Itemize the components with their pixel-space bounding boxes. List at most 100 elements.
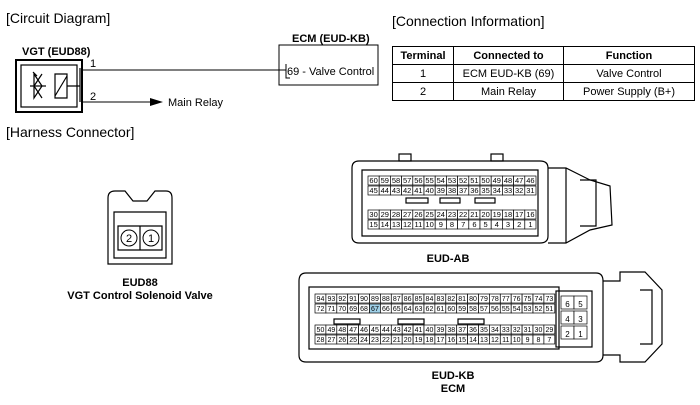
pin-number: 51 xyxy=(545,306,553,313)
pin-number: 44 xyxy=(382,327,390,334)
pin-number: 41 xyxy=(415,327,423,334)
pin-number: 51 xyxy=(470,176,478,185)
pin-number: 57 xyxy=(403,176,411,185)
connector-pin: 24 xyxy=(434,209,447,220)
pin-number: 45 xyxy=(369,186,377,195)
connector-pin: 83 xyxy=(434,293,447,304)
pin-number: 9 xyxy=(439,220,443,229)
connector-pin: 59 xyxy=(456,303,468,314)
pin-number: 35 xyxy=(481,186,489,195)
connector-pin xyxy=(142,229,160,247)
connector-pin: 40 xyxy=(423,324,436,335)
connector-pin: 35 xyxy=(478,324,490,335)
pin-number: 46 xyxy=(526,176,534,185)
eud88-label: EUD88 xyxy=(122,277,158,289)
pin-number: 58 xyxy=(392,176,400,185)
connector-pin: 93 xyxy=(325,293,338,304)
pin-number: 13 xyxy=(480,337,488,344)
pin-number: 43 xyxy=(393,327,401,334)
connector-pin: 26 xyxy=(412,209,425,220)
circuit-diagram-title: [Circuit Diagram] xyxy=(6,10,111,26)
pin-number: 28 xyxy=(317,337,325,344)
pin-number: 44 xyxy=(381,186,389,195)
pin-number: 31 xyxy=(524,327,532,334)
connector-pin: 57 xyxy=(478,303,490,314)
pin-number: 21 xyxy=(393,337,401,344)
pin-number: 56 xyxy=(414,176,422,185)
pin-number: 2 xyxy=(517,220,521,229)
pin-number: 87 xyxy=(393,296,401,303)
pin-number: 55 xyxy=(502,306,510,313)
pin-number: 49 xyxy=(327,327,335,334)
connector-pin: 90 xyxy=(358,293,370,304)
pin-number: 63 xyxy=(415,306,423,313)
pin-number: 32 xyxy=(513,327,521,334)
connector-pin: 64 xyxy=(401,303,414,314)
pin-number: 31 xyxy=(526,186,534,195)
connector-pin: 18 xyxy=(423,334,436,345)
connector-pin: 42 xyxy=(401,185,414,196)
connector-pin: 23 xyxy=(369,334,381,345)
pin-number: 57 xyxy=(480,306,488,313)
pin-number: 22 xyxy=(459,210,467,219)
pin-number: 25 xyxy=(425,210,433,219)
pin-number: 38 xyxy=(447,327,455,334)
pin-number: 38 xyxy=(448,186,456,195)
pin-number: 71 xyxy=(327,306,335,313)
connector-pin: 25 xyxy=(347,334,359,345)
pin-number: 48 xyxy=(504,176,512,185)
pin-number: 79 xyxy=(480,296,488,303)
pin-number: 40 xyxy=(425,186,433,195)
pin-number: 49 xyxy=(493,176,501,185)
connector-pin: 87 xyxy=(390,293,403,304)
pin-number: 89 xyxy=(371,296,379,303)
connector-pin: 47 xyxy=(513,175,526,186)
pin-number: 15 xyxy=(458,337,466,344)
pin-number: 17 xyxy=(436,337,444,344)
connector-pin: 32 xyxy=(510,324,523,335)
pin-number: 48 xyxy=(338,327,346,334)
connector-pin: 48 xyxy=(336,324,349,335)
vgt-component-label: VGT (EUD88) xyxy=(22,46,91,58)
connector-pin: 57 xyxy=(401,175,414,186)
pin-number: 23 xyxy=(371,337,379,344)
connector-pin: 73 xyxy=(543,293,556,304)
pin-number: 34 xyxy=(491,327,499,334)
pin-number: 84 xyxy=(426,296,434,303)
connector-pin: 25 xyxy=(423,209,436,220)
pin-number: 6 xyxy=(565,300,570,309)
connector-pin: 10 xyxy=(423,219,436,230)
connector-pin: 15 xyxy=(367,219,380,230)
connector-pin: 8 xyxy=(446,219,458,230)
connector-pin: 3 xyxy=(573,310,588,325)
eud-kb-label: EUD-KB xyxy=(431,370,475,382)
pin-number: 56 xyxy=(491,306,499,313)
pin-number: 32 xyxy=(515,186,523,195)
connector-pin: 88 xyxy=(380,293,392,304)
eud88-description: VGT Control Solenoid Valve xyxy=(67,290,213,302)
pin-number: 62 xyxy=(426,306,434,313)
connector-pin: 38 xyxy=(445,324,458,335)
connector-pin: 75 xyxy=(521,293,534,304)
connector-pin: 1 xyxy=(524,219,537,230)
connector-pin: 68 xyxy=(358,303,370,314)
connector-pin: 24 xyxy=(358,334,370,345)
connector-pin: 30 xyxy=(532,324,545,335)
pin-number: 46 xyxy=(360,327,368,334)
pin-number: 5 xyxy=(578,300,583,309)
pin-2-label: 2 xyxy=(90,91,97,103)
connector-pin: 6 xyxy=(468,219,481,230)
connector-pin: 47 xyxy=(347,324,359,335)
connector-pin: 9 xyxy=(521,334,534,345)
pin-number: 16 xyxy=(447,337,455,344)
connector-pin: 39 xyxy=(434,324,447,335)
connector-pin: 5 xyxy=(573,295,588,310)
connector-pin: 12 xyxy=(489,334,501,345)
connector-pin: 17 xyxy=(434,334,447,345)
pin-number: 36 xyxy=(470,186,478,195)
connector-pin: 56 xyxy=(489,303,501,314)
pin-number: 66 xyxy=(382,306,390,313)
pin-number: 1 xyxy=(578,330,583,339)
connector-pin: 16 xyxy=(524,209,537,220)
connector-pin: 53 xyxy=(446,175,458,186)
